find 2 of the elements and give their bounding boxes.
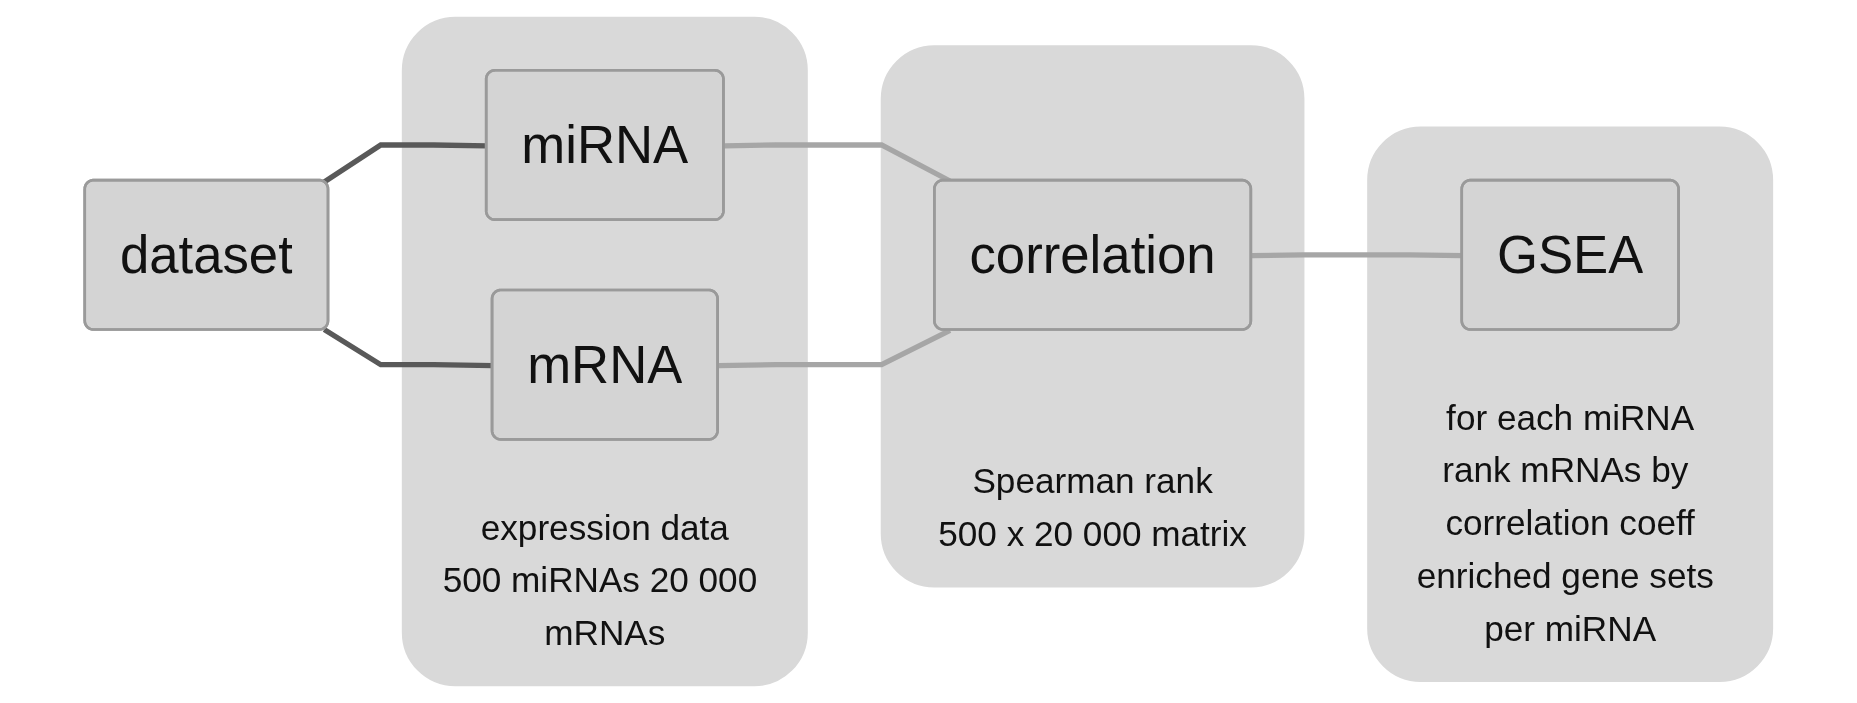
connector xyxy=(322,327,493,369)
connector xyxy=(718,328,952,369)
